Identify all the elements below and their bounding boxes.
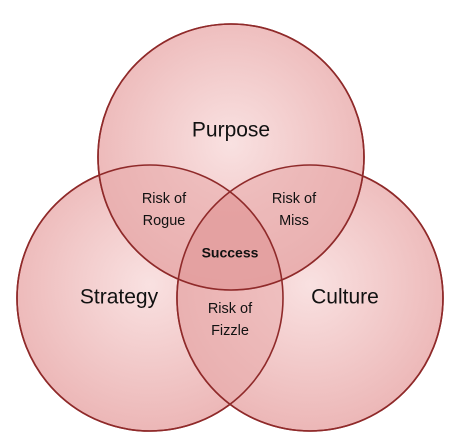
risk-miss-line1: Risk of bbox=[272, 191, 317, 207]
strategy-label: Strategy bbox=[80, 286, 159, 309]
overlap-strategy-culture bbox=[177, 165, 283, 431]
success-label: Success bbox=[202, 245, 259, 261]
culture-label: Culture bbox=[311, 286, 379, 309]
strategy-outline bbox=[16, 164, 284, 432]
risk-fizzle-line2: Fizzle bbox=[211, 323, 249, 339]
risk-miss-line2: Miss bbox=[279, 213, 309, 229]
purpose-label: Purpose bbox=[192, 119, 270, 142]
risk-rogue-line1: Risk of bbox=[142, 191, 187, 207]
culture-outline bbox=[176, 164, 444, 432]
risk-fizzle-line1: Risk of bbox=[208, 301, 253, 317]
risk-rogue-line2: Rogue bbox=[143, 213, 186, 229]
purpose-outline bbox=[97, 23, 365, 291]
overlap-all bbox=[177, 165, 283, 290]
